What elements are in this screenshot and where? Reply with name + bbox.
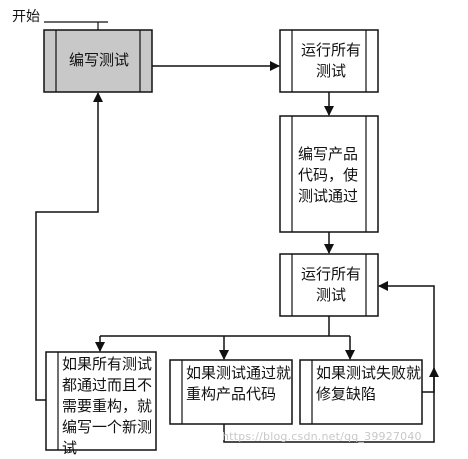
text-pass-refactor: 如果测试通过就重构产品代码 — [186, 364, 292, 403]
box-all-pass-write-new-test — [45, 351, 157, 451]
text-write-test: 编写测试 — [68, 51, 129, 69]
text-all-pass-write-new-test: 如果所有测试都通过而且不需要重构，就编写一个新测试 — [62, 355, 153, 457]
arrow-loop-to-write-test — [35, 92, 103, 401]
arrow-refactor-to-run — [223, 367, 439, 443]
box-write-test — [43, 29, 153, 93]
arrow-fix-to-run — [378, 281, 435, 393]
box-fail-fix-defect — [299, 359, 423, 425]
box-pass-refactor — [169, 359, 293, 425]
text-fail-fix-defect: 如果测试失败就修复缺陷 — [316, 364, 422, 403]
text-write-product-code: 编写产品代码，使测试通过 — [298, 145, 359, 205]
start-label: 开始 — [12, 9, 40, 25]
text-run-all-tests-top: 运行所有测试 — [300, 41, 361, 80]
box-write-product-code — [279, 115, 379, 233]
watermark: https://blog.csdn.net/qq_39927040 — [222, 430, 422, 443]
text-run-all-tests-middle: 运行所有测试 — [300, 265, 361, 304]
